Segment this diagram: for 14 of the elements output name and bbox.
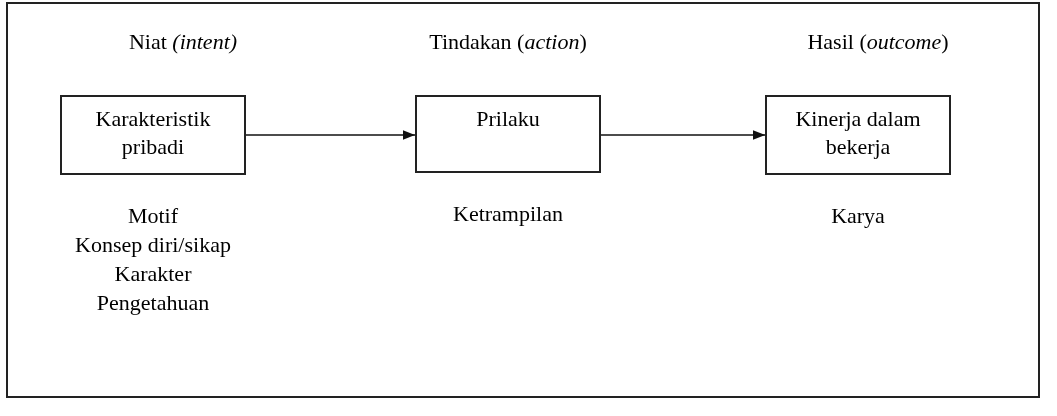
list-item: Ketrampilan (453, 200, 563, 228)
list-item: Konsep diri/sikap (75, 231, 231, 259)
column-heading: Hasil (outcome) (807, 28, 949, 56)
arrow (245, 130, 416, 140)
arrow (600, 130, 766, 140)
box-label: Kinerja dalam bekerja (794, 105, 922, 161)
list-item: Karakter (114, 260, 192, 288)
column-heading: Tindakan (action) (429, 28, 587, 56)
box-label: Prilaku (476, 105, 540, 133)
list-item: Pengetahuan (96, 289, 210, 317)
column-heading: Niat (intent) (128, 28, 238, 56)
list-item: Motif (127, 202, 179, 230)
list-item: Karya (831, 202, 885, 230)
box-label: Karakteristik pribadi (94, 105, 212, 161)
